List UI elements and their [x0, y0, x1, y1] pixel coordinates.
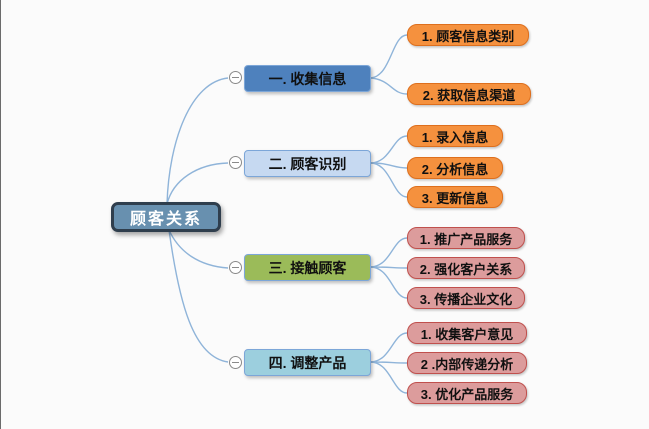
- connector-branch4-child3: [370, 361, 408, 394]
- child-node-analyze-info[interactable]: 2. 分析信息: [407, 157, 503, 179]
- branch-node-adjust-product[interactable]: 四. 调整产品: [244, 349, 371, 376]
- minus-circle-icon[interactable]: [229, 356, 242, 369]
- child-node-label: 1. 顾客信息类别: [421, 28, 515, 44]
- branch-node-label: 三. 接触顾客: [268, 259, 347, 276]
- connector-branch2-child3: [370, 162, 408, 198]
- child-node-update-info[interactable]: 3. 更新信息: [407, 186, 503, 208]
- child-node-label: 2 .内部传递分析: [420, 356, 514, 372]
- minus-circle-icon[interactable]: [229, 71, 242, 84]
- minus-glyph: [232, 267, 239, 268]
- connector-root-branch4: [168, 229, 229, 363]
- connector-branch3-child3: [370, 266, 408, 299]
- child-node-optimize-service[interactable]: 3. 优化产品服务: [407, 382, 527, 404]
- connector-branch2-child2: [370, 162, 408, 169]
- minus-circle-icon[interactable]: [229, 261, 242, 274]
- branch-node-label: 二. 顾客识别: [268, 155, 347, 172]
- root-node-label: 顾客关系: [129, 211, 202, 228]
- child-node-customer-info-category[interactable]: 1. 顾客信息类别: [407, 24, 529, 46]
- child-node-label: 3. 传播企业文化: [419, 291, 513, 307]
- branch-node-contact-customer[interactable]: 三. 接触顾客: [244, 254, 371, 281]
- child-node-collect-feedback[interactable]: 1. 收集客户意见: [407, 322, 527, 344]
- child-node-label: 1. 录入信息: [421, 129, 489, 145]
- child-node-label: 2. 强化客户关系: [419, 261, 513, 277]
- child-node-spread-culture[interactable]: 3. 传播企业文化: [407, 287, 525, 309]
- connector-root-branch3: [168, 229, 229, 269]
- child-node-info-channels[interactable]: 2. 获取信息渠道: [407, 83, 531, 105]
- connector-branch4-child2: [370, 361, 408, 364]
- branch-node-collect-info[interactable]: 一. 收集信息: [244, 65, 371, 92]
- connector-branch2-child1: [370, 135, 408, 164]
- child-node-label: 2. 获取信息渠道: [422, 87, 516, 103]
- branch-node-customer-identify[interactable]: 二. 顾客识别: [244, 150, 371, 177]
- root-node-customer-relations[interactable]: 顾客关系: [111, 202, 221, 232]
- branch-node-label: 四. 调整产品: [268, 354, 347, 371]
- connector-root-branch1: [166, 77, 229, 205]
- child-node-label: 1. 收集客户意见: [420, 326, 514, 342]
- connector-root-branch2: [166, 162, 229, 205]
- child-node-promote-products[interactable]: 1. 推广产品服务: [407, 227, 525, 249]
- child-node-label: 2. 分析信息: [421, 161, 489, 177]
- minus-glyph: [232, 362, 239, 363]
- minus-glyph: [232, 162, 239, 163]
- connector-branch3-child2: [370, 266, 408, 269]
- child-node-internal-analysis[interactable]: 2 .内部传递分析: [407, 352, 527, 374]
- child-node-strengthen-relations[interactable]: 2. 强化客户关系: [407, 257, 525, 279]
- connector-branch3-child1: [370, 237, 408, 268]
- child-node-label: 3. 优化产品服务: [420, 386, 514, 402]
- connector-branch1-child2: [370, 77, 408, 95]
- minus-glyph: [232, 77, 239, 78]
- child-node-label: 1. 推广产品服务: [419, 231, 513, 247]
- minus-circle-icon[interactable]: [229, 156, 242, 169]
- branch-node-label: 一. 收集信息: [268, 70, 347, 87]
- child-node-label: 3. 更新信息: [421, 190, 489, 206]
- child-node-enter-info[interactable]: 1. 录入信息: [407, 125, 503, 147]
- connector-branch1-child1: [370, 34, 408, 79]
- connector-branch4-child1: [370, 332, 408, 363]
